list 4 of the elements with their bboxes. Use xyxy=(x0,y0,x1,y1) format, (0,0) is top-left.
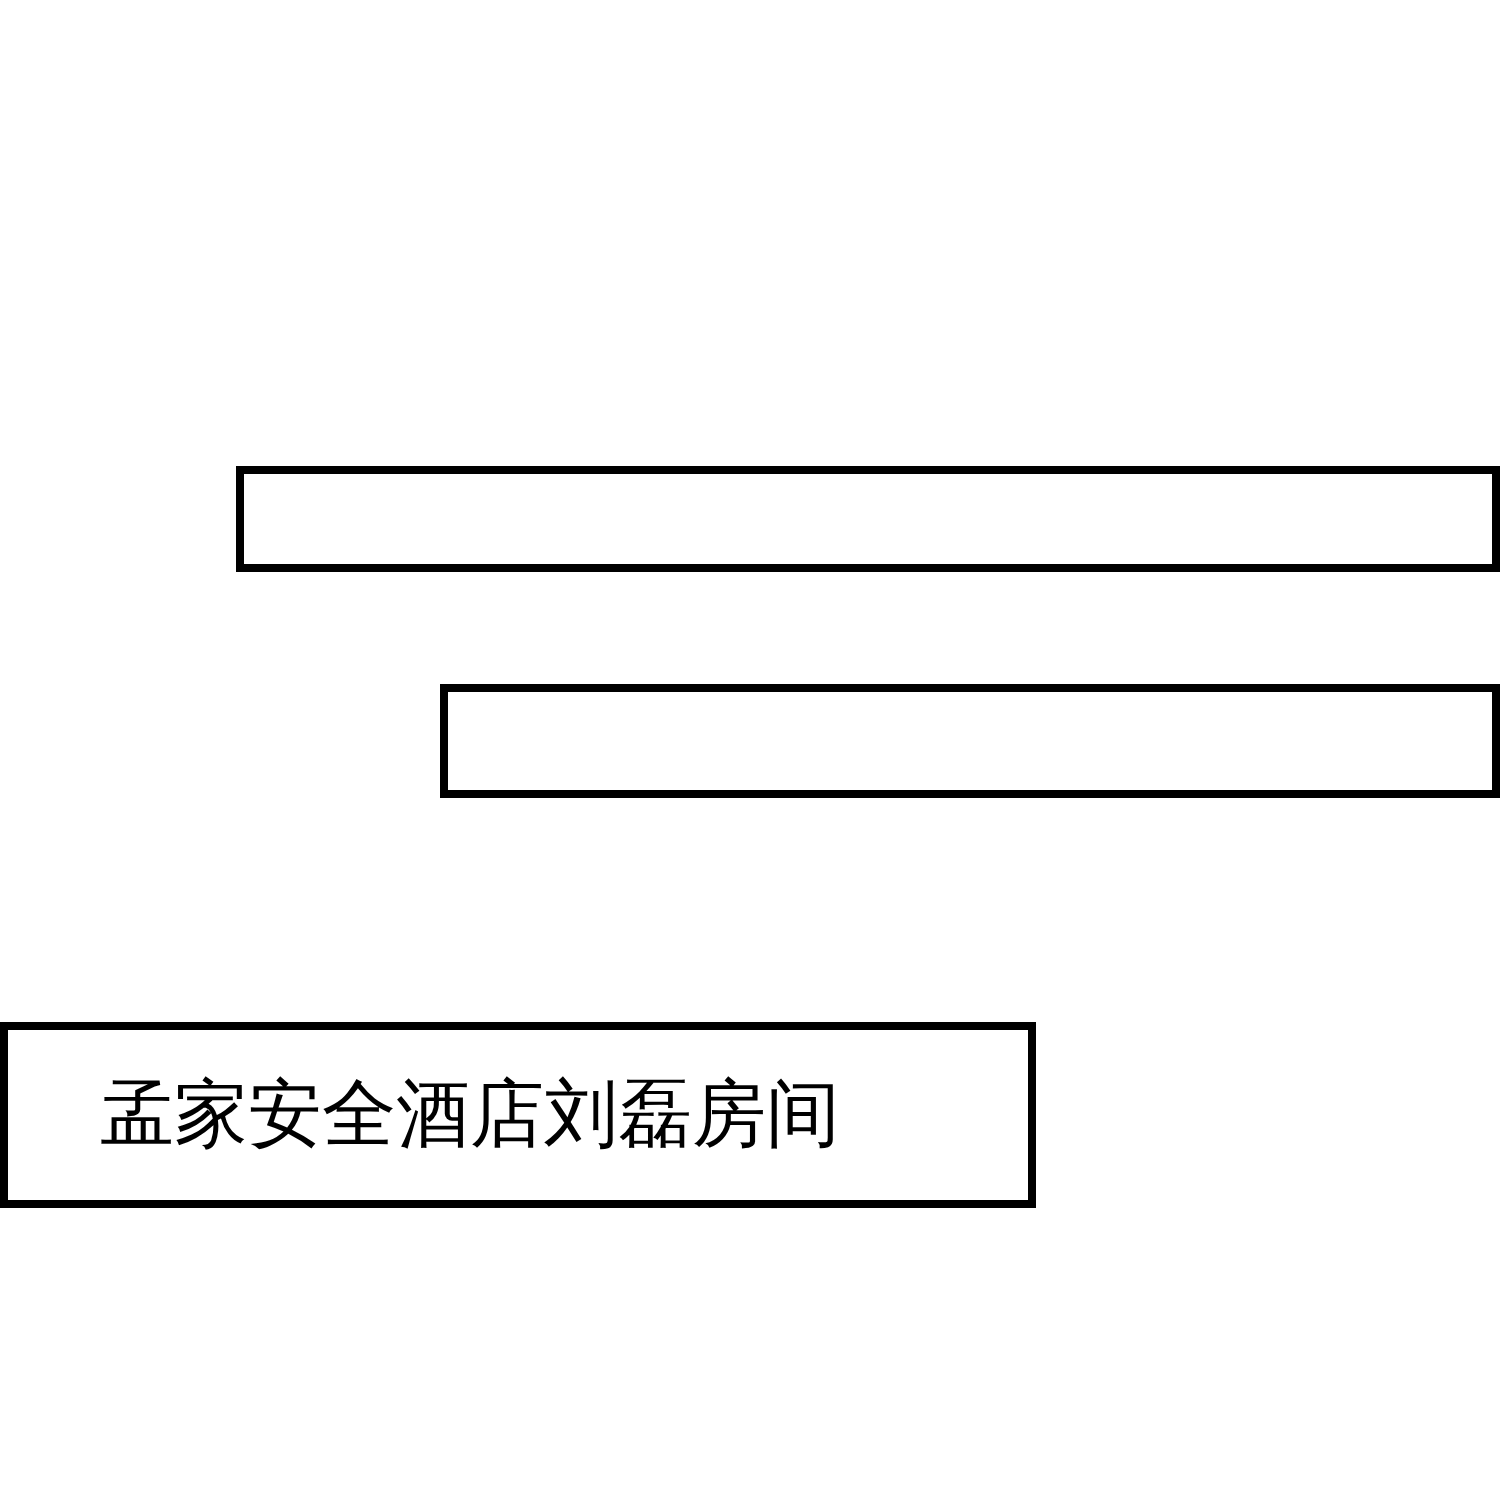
caption-box xyxy=(0,1022,1036,1208)
empty-caption-box xyxy=(440,684,1500,798)
empty-caption-box xyxy=(236,466,1500,572)
caption-text: 孟家安全酒店刘磊房间 xyxy=(100,1069,840,1158)
